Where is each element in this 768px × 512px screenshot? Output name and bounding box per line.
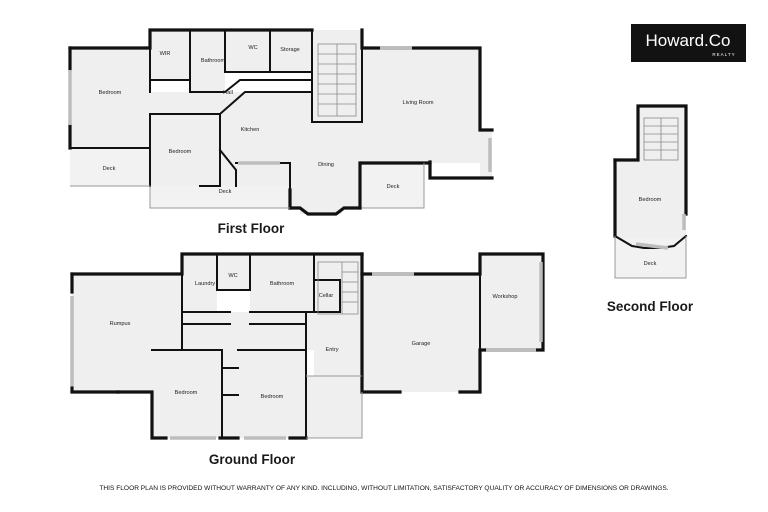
room-label-deck: Deck: [387, 184, 400, 190]
room-label-storage: Storage: [280, 47, 300, 53]
second-floor-plan: Bedroom Deck Second Floor: [607, 104, 694, 314]
room-label-wc: WC: [228, 273, 237, 279]
room-label-entry: Entry: [325, 347, 338, 353]
brand-logo: Howard.Co REALTY: [631, 24, 746, 62]
brand-logo-text: Howard.Co: [645, 31, 730, 50]
room-label-kitchen: Kitchen: [241, 127, 260, 133]
room-label-bathroom: Bathroom: [270, 281, 295, 287]
room-label-dining: Dining: [318, 162, 334, 168]
room-label-wc: WC: [248, 45, 257, 51]
room-label-garage: Garage: [412, 341, 431, 347]
room-label-bedroom: Bedroom: [169, 149, 192, 155]
room-label-bedroom: Bedroom: [175, 390, 198, 396]
room-label-laundry: Laundry: [195, 281, 215, 287]
room-label-wir: WIR: [160, 51, 171, 57]
brand-logo-subtext: REALTY: [712, 52, 735, 57]
room-label-bedroom: Bedroom: [261, 394, 284, 400]
room-label-rumpus: Rumpus: [110, 321, 131, 327]
ground-floor-plan: Laundry WC Bathroom Cellar Rumpus Entry …: [70, 252, 545, 467]
room-label-living-room: Living Room: [402, 100, 433, 106]
room-label-deck: Deck: [644, 261, 657, 267]
room-label-workshop: Workshop: [492, 294, 517, 300]
room-label-deck: Deck: [103, 166, 116, 172]
floor-title-second: Second Floor: [607, 299, 694, 314]
room-label-bedroom: Bedroom: [99, 90, 122, 96]
disclaimer-text: THIS FLOOR PLAN IS PROVIDED WITHOUT WARR…: [99, 485, 668, 492]
room-label-bedroom: Bedroom: [639, 197, 662, 203]
room-label-deck: Deck: [219, 189, 232, 195]
room-label-cellar: Cellar: [319, 293, 334, 299]
floor-title-ground: Ground Floor: [209, 452, 296, 467]
floor-title-first: First Floor: [218, 221, 285, 236]
room-label-hall: Hall: [223, 90, 233, 96]
first-floor-plan: WIR Bathroom WC Storage Hall Bedroom Bed…: [68, 28, 494, 236]
room-label-bathroom: Bathroom: [201, 58, 226, 64]
